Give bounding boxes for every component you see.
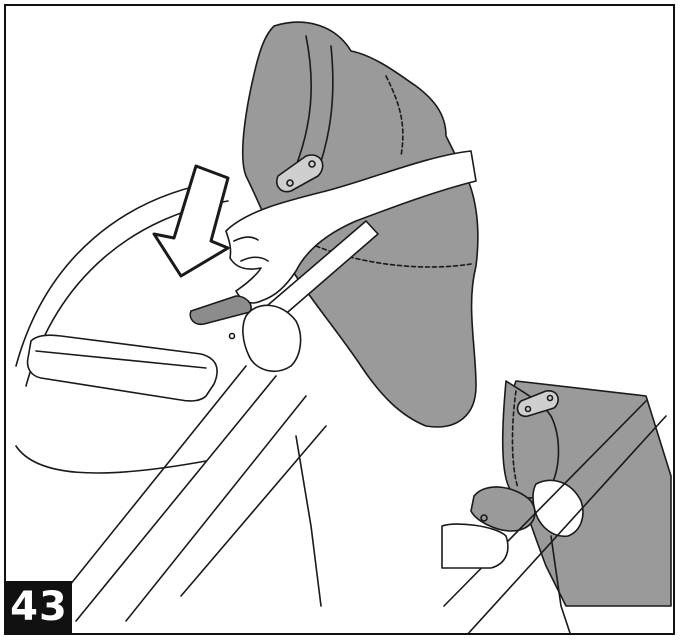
step-number-badge: 43 xyxy=(6,581,72,633)
inset-detail xyxy=(442,381,671,635)
down-arrow-icon xyxy=(154,166,228,276)
instruction-illustration xyxy=(6,6,675,635)
release-lever xyxy=(190,296,251,324)
instruction-panel: 43 xyxy=(4,4,675,635)
armrest-bar xyxy=(28,335,218,401)
